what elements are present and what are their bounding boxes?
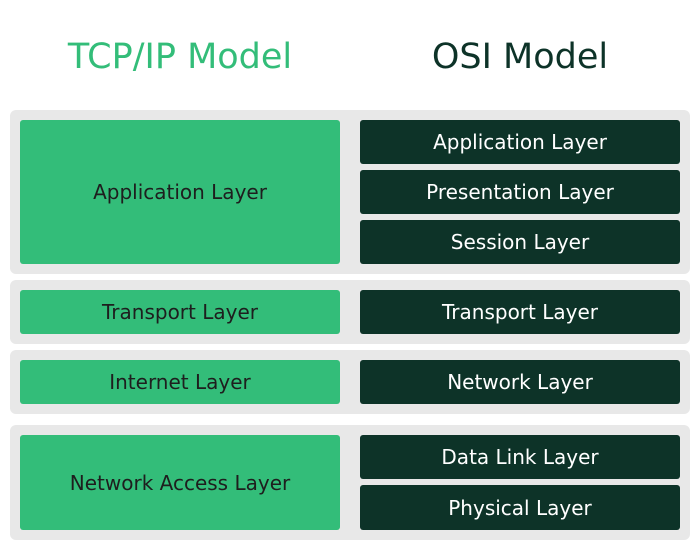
osi-model-heading: OSI Model (431, 37, 609, 77)
tcp-ip-model-heading: TCP/IP Model (67, 37, 293, 77)
tcp-internet-layer: Internet Layer (20, 360, 340, 404)
osi-presentation-layer: Presentation Layer (360, 170, 680, 214)
osi-data-link-layer: Data Link Layer (360, 435, 680, 479)
tcp-transport-layer: Transport Layer (20, 290, 340, 334)
osi-session-layer: Session Layer (360, 220, 680, 264)
tcp-network-access-layer: Network Access Layer (20, 435, 340, 530)
tcp-application-layer: Application Layer (20, 120, 340, 264)
osi-application-layer: Application Layer (360, 120, 680, 164)
osi-transport-layer: Transport Layer (360, 290, 680, 334)
osi-network-layer: Network Layer (360, 360, 680, 404)
osi-physical-layer: Physical Layer (360, 485, 680, 530)
